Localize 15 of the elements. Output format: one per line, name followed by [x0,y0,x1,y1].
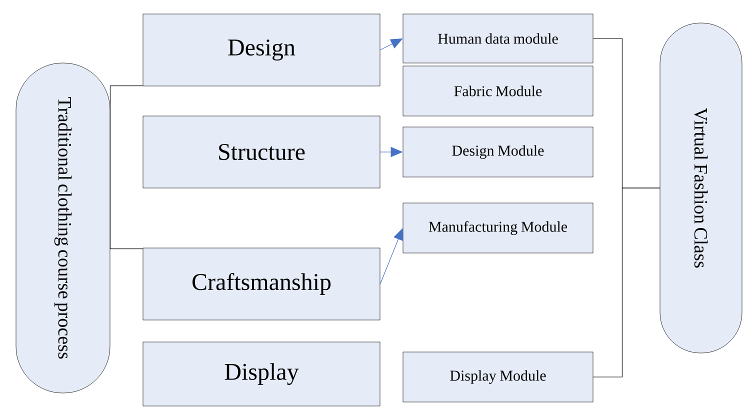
process-box: Structure [142,116,380,188]
connector [110,86,144,228]
process-box: Display [142,342,380,406]
connector [110,228,144,250]
connector [592,188,660,378]
process-box: Design [142,14,380,86]
process-box: Craftsmanship [142,248,380,320]
module-box: Human data module [402,14,594,64]
module-box: Manufacturing Module [402,202,594,254]
module-box: Display Module [402,352,594,402]
module-box: Design Module [402,126,594,178]
module-box: Fabric Module [402,66,594,116]
rounded-box: Virtual Fashion Class [660,22,742,354]
rounded-box: Traditional clothing course process [16,62,110,394]
connector [380,228,404,284]
